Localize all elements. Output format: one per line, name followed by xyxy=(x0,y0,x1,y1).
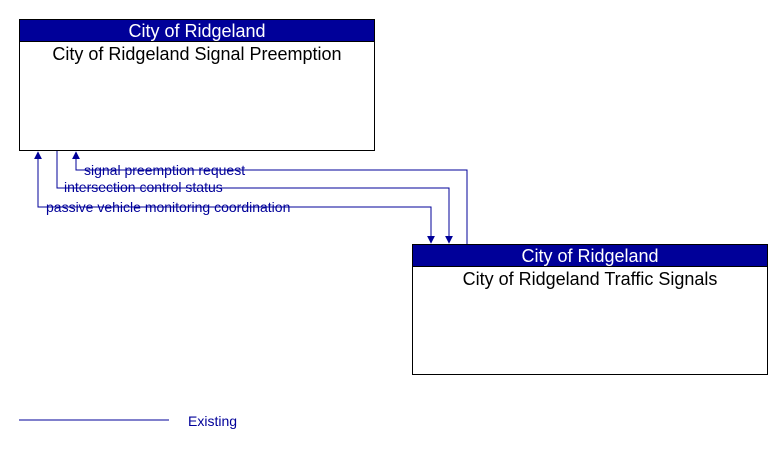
flow-signal-preemption-request[interactable]: signal preemption request xyxy=(72,151,468,244)
node-signal-preemption-owner: City of Ridgeland xyxy=(20,20,374,42)
node-traffic-signals[interactable]: City of Ridgeland City of Ridgeland Traf… xyxy=(412,244,768,375)
flow-passive-vehicle-monitoring-coordination[interactable]: passive vehicle monitoring coordination xyxy=(34,151,435,244)
flow-label-intersection-control-status: intersection control status xyxy=(64,179,223,195)
node-traffic-signals-name: City of Ridgeland Traffic Signals xyxy=(462,269,718,289)
legend-existing-label: Existing xyxy=(188,413,238,429)
flow-label-signal-preemption-request: signal preemption request xyxy=(84,162,245,178)
node-signal-preemption-name: City of Ridgeland Signal Preemption xyxy=(52,44,342,64)
flow-label-passive-vehicle-monitoring-coordination: passive vehicle monitoring coordination xyxy=(46,199,290,215)
flow-line-passive-vehicle-monitoring-coordination xyxy=(34,151,435,244)
node-traffic-signals-owner: City of Ridgeland xyxy=(413,245,767,267)
node-signal-preemption[interactable]: City of Ridgeland City of Ridgeland Sign… xyxy=(19,19,375,151)
